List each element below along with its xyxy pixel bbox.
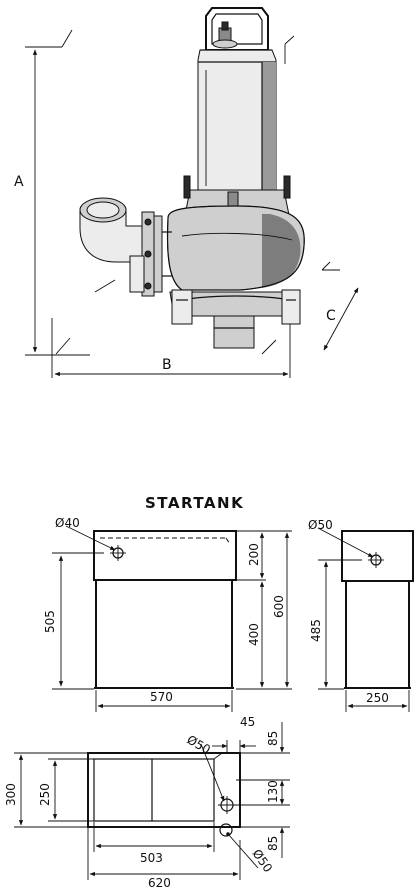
front-height-left: 505 [43, 610, 57, 633]
top-width-inner: 250 [38, 783, 52, 806]
front-height-upper: 200 [247, 543, 261, 566]
top-length-inner: 503 [140, 851, 163, 865]
front-height-lower: 400 [247, 623, 261, 646]
tank-side-view: Ø50 485 250 [308, 518, 414, 712]
dim-a-label: A [14, 174, 24, 190]
top-offset-85-top: 85 [266, 731, 280, 746]
side-width: 250 [366, 691, 389, 705]
front-width: 570 [150, 690, 173, 704]
dim-b-label: B [162, 357, 172, 373]
pump-illustration: A B C [14, 7, 359, 378]
startank-title: STARTANK [145, 494, 244, 512]
front-height-total: 600 [272, 595, 286, 618]
tank-top-view: Ø50 Ø50 300 250 45 85 130 85 [4, 715, 290, 888]
dim-c-label: C [326, 308, 336, 324]
tank-front-view: Ø40 505 200 400 600 570 [43, 516, 292, 712]
top-spacing-130: 130 [266, 780, 280, 803]
top-width-outer: 300 [4, 783, 18, 806]
top-length-outer: 620 [148, 876, 171, 888]
top-offset-45: 45 [240, 715, 255, 729]
side-hole-diameter: Ø50 [308, 518, 333, 532]
front-hole-diameter: Ø40 [55, 516, 80, 530]
side-height: 485 [309, 619, 323, 642]
top-offset-85-bottom: 85 [266, 836, 280, 851]
